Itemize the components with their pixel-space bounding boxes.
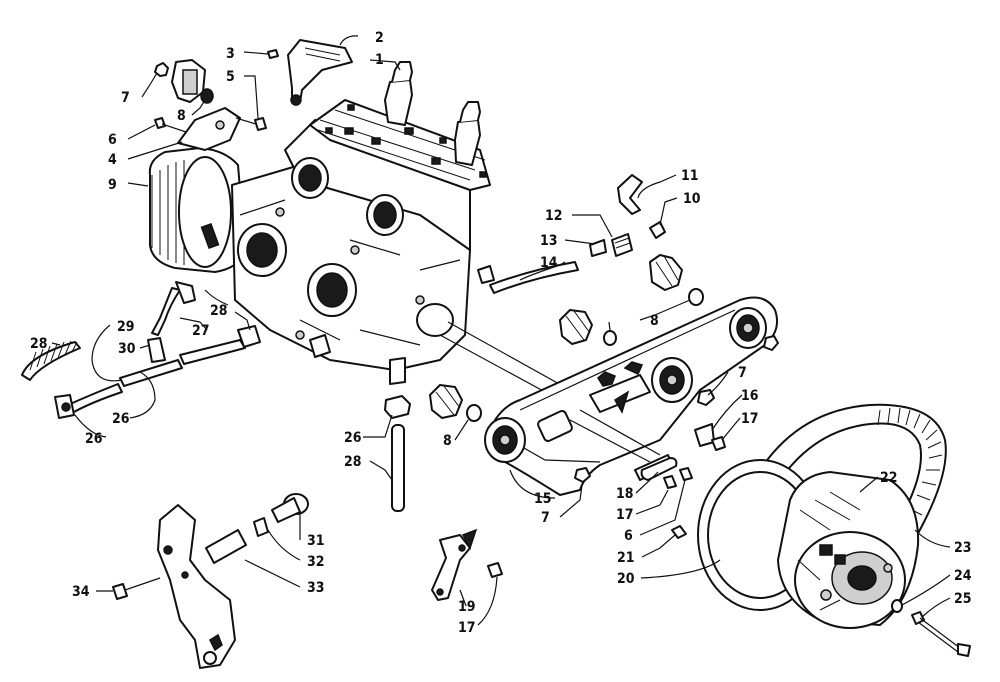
lift-handle-group bbox=[154, 39, 353, 151]
callout-23: 23 bbox=[954, 540, 972, 556]
callout-24: 24 bbox=[954, 568, 972, 584]
callout-19: 19 bbox=[458, 599, 476, 615]
callout-30: 26 bbox=[112, 411, 130, 427]
callout-28: 27 bbox=[192, 323, 210, 339]
callout-16: 16 bbox=[741, 388, 759, 404]
clutch-knobs bbox=[429, 254, 704, 422]
callout-28: 29 bbox=[117, 319, 135, 335]
callout-27: 28 bbox=[30, 336, 48, 352]
callout-22: 22 bbox=[880, 470, 898, 486]
callout-32: 32 bbox=[307, 554, 325, 570]
callout-5: 5 bbox=[226, 69, 235, 85]
callout-8: 8 bbox=[443, 433, 452, 449]
callout-33: 33 bbox=[307, 580, 325, 596]
callout-2: 2 bbox=[375, 30, 384, 46]
callout-34: 34 bbox=[72, 584, 90, 600]
callout-17: 17 bbox=[741, 411, 759, 427]
callout-26: 26 bbox=[344, 430, 362, 446]
callout-6: 6 bbox=[624, 528, 633, 544]
callout-7: 7 bbox=[121, 90, 130, 106]
callout-1: 1 bbox=[375, 52, 384, 68]
chaincase-assembly bbox=[484, 296, 779, 496]
engine-assembly bbox=[148, 61, 571, 401]
callout-12: 12 bbox=[545, 208, 563, 224]
callout-29: 30 bbox=[118, 341, 136, 357]
callout-25: 25 bbox=[954, 591, 972, 607]
callout-15: 15 bbox=[534, 491, 552, 507]
callout-8: 8 bbox=[650, 313, 659, 329]
callout-14: 14 bbox=[540, 255, 558, 271]
callout-26: 26 bbox=[85, 431, 103, 447]
callout-31: 31 bbox=[307, 533, 325, 549]
callout-4: 4 bbox=[108, 152, 117, 168]
drain-hose-group bbox=[384, 395, 411, 512]
callout-7: 7 bbox=[738, 365, 747, 381]
mount-bracket-group bbox=[112, 436, 726, 669]
clutch-belt-assembly bbox=[671, 403, 971, 657]
callout-labels: 2 1 3 5 7 8 6 4 9 11 10 12 13 14 8 7 16 … bbox=[30, 30, 972, 636]
callout-18: 18 bbox=[616, 486, 634, 502]
callout-26: 28 bbox=[210, 303, 228, 319]
callout-6: 6 bbox=[108, 132, 117, 148]
callout-17: 17 bbox=[616, 507, 634, 523]
callout-7: 7 bbox=[541, 510, 550, 526]
callout-20: 20 bbox=[617, 571, 635, 587]
leader-lines bbox=[51, 35, 951, 626]
callout-13: 13 bbox=[540, 233, 558, 249]
callout-21: 21 bbox=[617, 550, 635, 566]
callout-8: 8 bbox=[177, 108, 186, 124]
callout-11: 11 bbox=[681, 168, 699, 184]
callout-3: 3 bbox=[226, 46, 235, 62]
callout-17: 17 bbox=[458, 620, 476, 636]
callout-9: 9 bbox=[108, 177, 117, 193]
fitting-group bbox=[477, 174, 666, 294]
callout-10: 10 bbox=[683, 191, 701, 207]
callout-28: 28 bbox=[344, 454, 362, 470]
